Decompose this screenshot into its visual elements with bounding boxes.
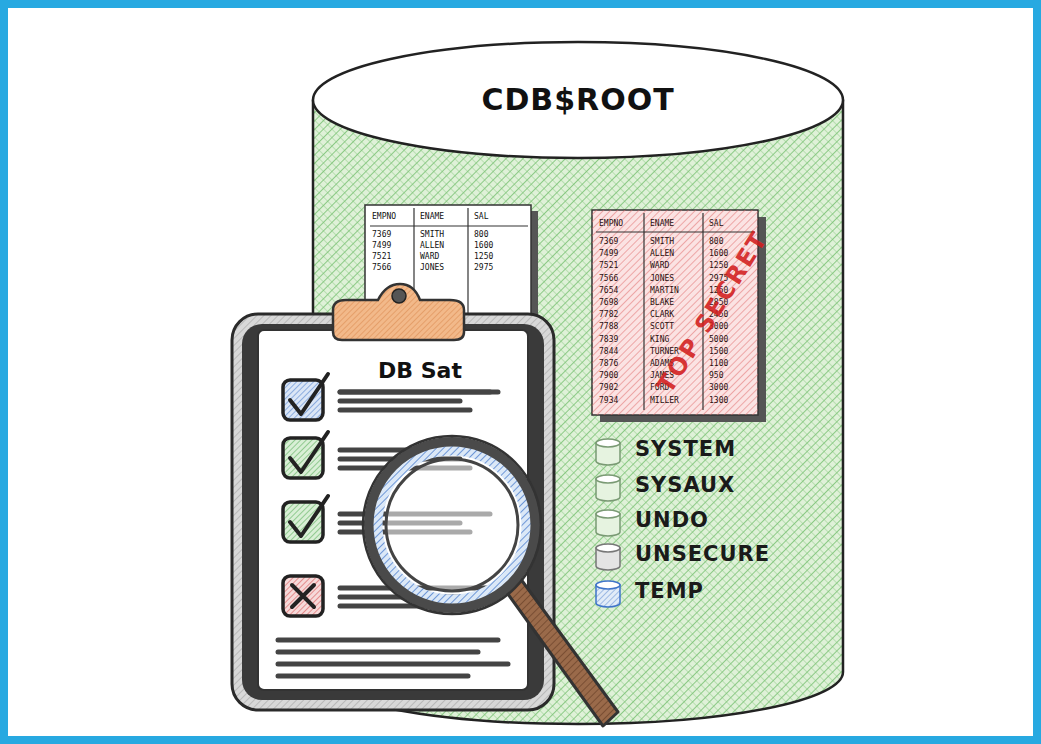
table-cell: 1250 — [474, 253, 493, 261]
tablespace-name: SYSAUX — [635, 473, 735, 497]
table-header: EMPNO — [372, 213, 396, 221]
table-cell: 7902 — [599, 384, 618, 392]
table-cell: JONES — [420, 264, 444, 272]
table-header: ENAME — [650, 220, 674, 228]
table-cell: 7934 — [599, 397, 618, 405]
tablespace-name: SYSTEM — [635, 437, 736, 461]
table-cell: 7369 — [599, 238, 618, 246]
table-header: SAL — [474, 213, 488, 221]
table-header: ENAME — [420, 213, 444, 221]
table-cell: 7499 — [372, 242, 391, 250]
tablespace-name: UNSECURE — [635, 542, 770, 566]
clipboard-title: DB Sat — [378, 358, 462, 383]
table-cell: 950 — [709, 372, 723, 380]
table-cell: 7369 — [372, 231, 391, 239]
table-cell: ALLEN — [650, 250, 674, 258]
tablespace-item: UNSECURE — [593, 540, 813, 572]
table-cell: SCOTT — [650, 323, 674, 331]
table-cell: WARD — [650, 262, 669, 270]
table-cell: 3000 — [709, 384, 728, 392]
tablespace-name: TEMP — [635, 579, 704, 603]
table-cell: SMITH — [650, 238, 674, 246]
tablespace-name: UNDO — [635, 508, 709, 532]
table-cell: WARD — [420, 253, 439, 261]
table-cell: 7566 — [599, 275, 618, 283]
tablespace-item: TEMP — [593, 577, 813, 609]
table-cell: JONES — [650, 275, 674, 283]
table-cell: 1600 — [709, 250, 728, 258]
table-cell: CLARK — [650, 311, 674, 319]
table-cell: 7900 — [599, 372, 618, 380]
table-header: SAL — [709, 220, 723, 228]
table-cell: 1500 — [709, 348, 728, 356]
table-cell: 7844 — [599, 348, 618, 356]
table-cell: 7499 — [599, 250, 618, 258]
table-cell: 1300 — [709, 397, 728, 405]
table-cell: 7782 — [599, 311, 618, 319]
table-cell: 5000 — [709, 336, 728, 344]
table-cell: 7521 — [372, 253, 391, 261]
table-cell: 7521 — [599, 262, 618, 270]
table-cell: SMITH — [420, 231, 444, 239]
table-cell: MARTIN — [650, 287, 679, 295]
table-cell: 7698 — [599, 299, 618, 307]
table-cell: 1100 — [709, 360, 728, 368]
table-cell: ALLEN — [420, 242, 444, 250]
tablespace-item: SYSAUX — [593, 471, 813, 503]
table-cell: MILLER — [650, 397, 679, 405]
table-cell: BLAKE — [650, 299, 674, 307]
table-header: EMPNO — [599, 220, 623, 228]
tablespace-item: SYSTEM — [593, 435, 813, 467]
table-cell: 7876 — [599, 360, 618, 368]
table-cell: 1600 — [474, 242, 493, 250]
tablespace-item: UNDO — [593, 506, 813, 538]
table-cell: KING — [650, 336, 669, 344]
table-cell: 7788 — [599, 323, 618, 331]
table-cell: 800 — [474, 231, 488, 239]
table-cell: 7566 — [372, 264, 391, 272]
table-cell: 2975 — [474, 264, 493, 272]
container-title: CDB$ROOT — [310, 82, 846, 117]
table-cell: 7654 — [599, 287, 618, 295]
table-cell: 7839 — [599, 336, 618, 344]
table-cell: 800 — [709, 238, 723, 246]
